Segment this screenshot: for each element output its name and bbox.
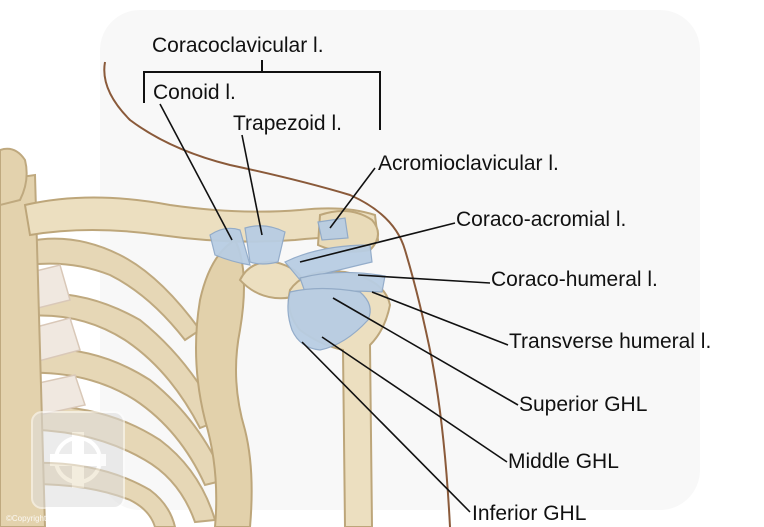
label-coraco-acromial-ligament: Coraco-acromial l. bbox=[456, 209, 626, 230]
label-acromioclavicular-ligament: Acromioclavicular l. bbox=[378, 153, 559, 174]
label-inferior-ghl: Inferior GHL bbox=[472, 503, 586, 524]
label-coraco-humeral-ligament: Coraco-humeral l. bbox=[491, 269, 658, 290]
label-conoid-ligament: Conoid l. bbox=[153, 82, 236, 103]
label-transverse-humeral-ligament: Transverse humeral l. bbox=[509, 331, 711, 352]
label-trapezoid-ligament: Trapezoid l. bbox=[233, 113, 342, 134]
label-middle-ghl: Middle GHL bbox=[508, 451, 619, 472]
watermark-text: ©Copyright Shoulder Doc bbox=[6, 514, 97, 523]
label-superior-ghl: Superior GHL bbox=[519, 394, 647, 415]
watermark-logo bbox=[32, 412, 124, 508]
trapezoid-ligament bbox=[245, 226, 285, 264]
label-coracoclavicular-ligament: Coracoclavicular l. bbox=[152, 35, 324, 56]
vertebrae bbox=[0, 149, 27, 205]
acromioclavicular-ligament bbox=[318, 218, 348, 240]
